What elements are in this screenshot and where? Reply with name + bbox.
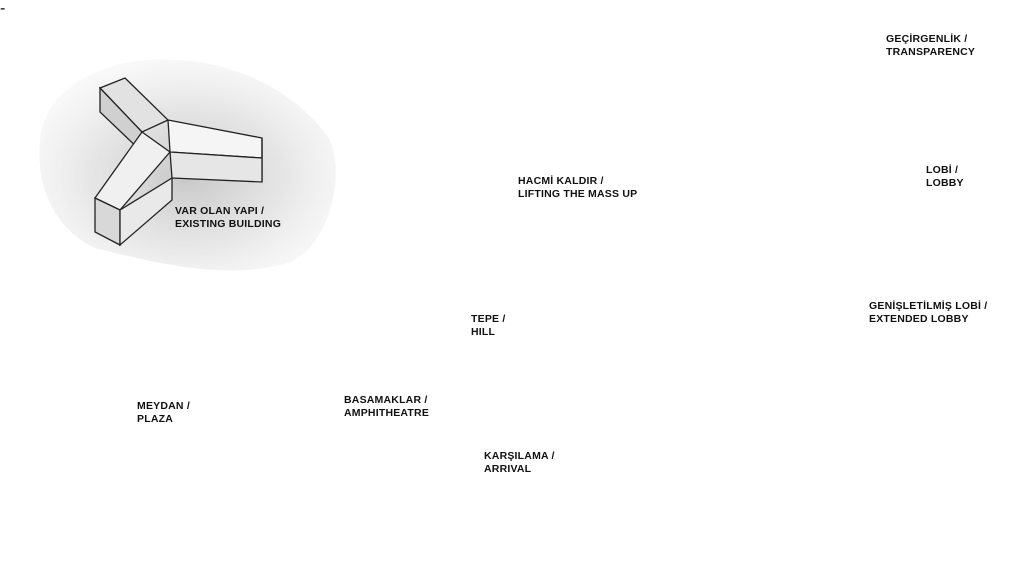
label-arrival-tr: KARŞILAMA / (484, 450, 555, 462)
label-lobby-en: LOBBY (926, 177, 964, 189)
label-plaza: MEYDAN / PLAZA (137, 400, 190, 426)
y-building (94, 77, 263, 247)
label-existing-en: EXISTING BUILDING (175, 218, 282, 230)
label-transparency: GEÇİRGENLİK / TRANSPARENCY (886, 33, 975, 59)
stray-mark: - (0, 0, 6, 17)
label-transparency-tr: GEÇİRGENLİK / (886, 33, 968, 45)
label-plaza-tr: MEYDAN / (137, 400, 190, 412)
label-amphitheatre: BASAMAKLAR / AMPHITHEATRE (344, 394, 429, 420)
label-plaza-en: PLAZA (137, 413, 173, 425)
label-existing: VAR OLAN YAPI / EXISTING BUILDING (175, 205, 281, 231)
label-extended-lobby: GENİŞLETİLMİŞ LOBİ / EXTENDED LOBBY (869, 300, 987, 326)
label-transparency-en: TRANSPARENCY (886, 46, 976, 58)
label-lifting-en: LIFTING THE MASS UP (518, 188, 638, 200)
label-existing-tr: VAR OLAN YAPI / (175, 205, 265, 217)
label-hill: TEPE / HILL (471, 313, 505, 339)
label-amphitheatre-tr: BASAMAKLAR / (344, 394, 428, 406)
label-lifting: HACMİ KALDIR / LIFTING THE MASS UP (518, 175, 637, 201)
label-extended-lobby-tr: GENİŞLETİLMİŞ LOBİ / (869, 300, 988, 312)
label-lobby-tr: LOBİ / (926, 164, 959, 176)
label-hill-tr: TEPE / (471, 313, 506, 325)
panel-existing (39, 59, 336, 271)
label-lifting-tr: HACMİ KALDIR / (518, 175, 604, 187)
label-arrival: KARŞILAMA / ARRIVAL (484, 450, 555, 476)
label-lobby: LOBİ / LOBBY (926, 164, 964, 190)
label-arrival-en: ARRIVAL (484, 463, 532, 475)
label-extended-lobby-en: EXTENDED LOBBY (869, 313, 969, 325)
label-amphitheatre-en: AMPHITHEATRE (344, 407, 430, 419)
label-hill-en: HILL (471, 326, 496, 338)
